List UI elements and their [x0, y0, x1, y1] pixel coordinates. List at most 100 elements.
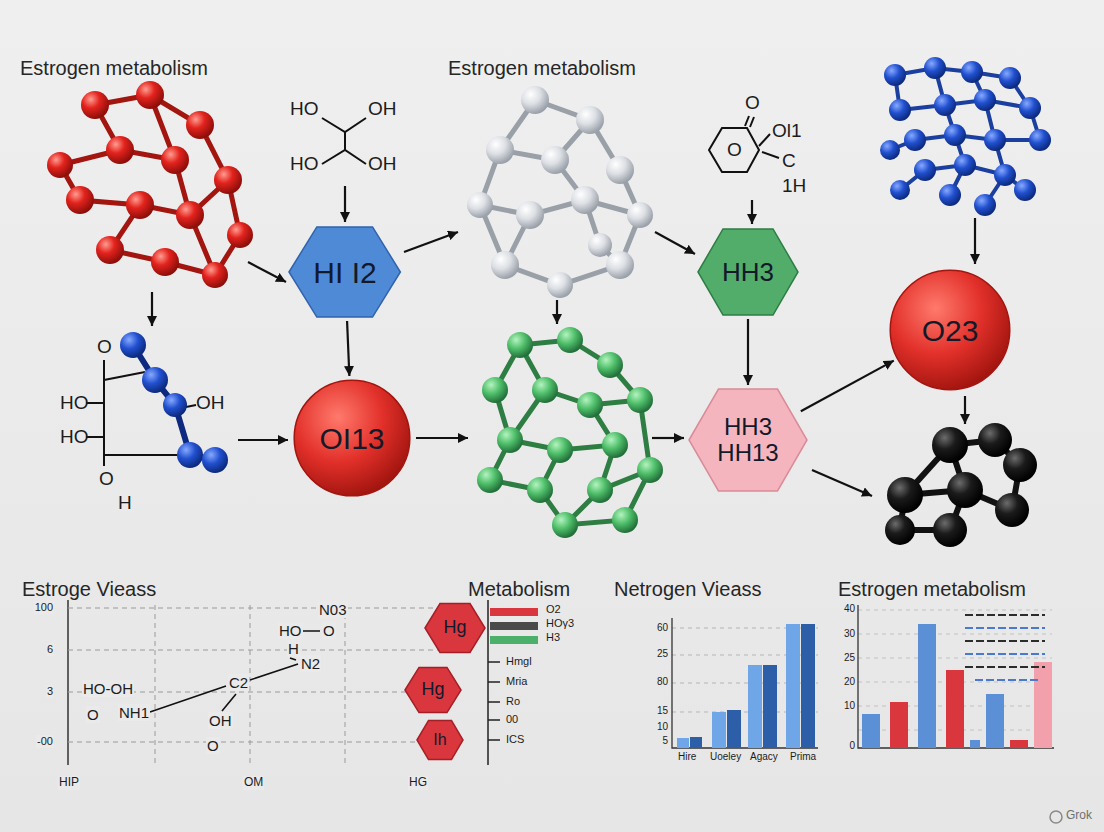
node-label: O23 [922, 314, 979, 347]
text-label: OM [243, 776, 264, 790]
text-label: HO [60, 392, 89, 414]
watermark-icon [1050, 811, 1062, 823]
text-label: O [86, 706, 100, 723]
text-label: NH1 [118, 704, 150, 721]
node-text: Hg [443, 618, 466, 638]
circle-node: O23 [889, 269, 1011, 391]
bar-chart [858, 605, 1054, 748]
text-label: Mria [506, 675, 527, 688]
legend-swatch [490, 636, 538, 644]
node-label: Hg [421, 680, 444, 700]
chart-axes [68, 600, 440, 765]
text-label: 1H [782, 175, 806, 197]
text-label: C [782, 150, 796, 172]
text-label: HO [290, 153, 319, 175]
hexagon-node: Hg [405, 667, 461, 713]
panel-heading: Netrogen Vieass [614, 578, 762, 601]
hexagon-shape [689, 389, 807, 491]
text-label: 10 [657, 721, 668, 733]
hexagon-node: Hg [425, 603, 485, 653]
flow-arrow [152, 186, 975, 496]
legend-text: O2 [546, 603, 561, 616]
node-label: HH3 [722, 258, 774, 287]
circle-shape [890, 270, 1010, 390]
text-label: HO [278, 622, 303, 639]
node-label: OI13 [319, 422, 384, 455]
connector-arrow [347, 321, 349, 376]
text-label: 5 [662, 735, 668, 747]
legend-swatch [490, 622, 538, 630]
text-label: 30 [844, 628, 855, 640]
text-label: -00 [36, 735, 54, 748]
text-label: HO [290, 98, 319, 120]
text-label: 10 [844, 700, 855, 712]
text-label: N2 [300, 655, 321, 672]
text-label: OH [196, 392, 225, 414]
hexagon-node: HH3HH13 [689, 388, 807, 492]
text-label: OH [368, 153, 397, 175]
blue-atoms [120, 332, 228, 473]
node-text: Ih [433, 731, 446, 749]
panel-heading: Estroge Vieass [22, 578, 156, 601]
node-text: OI13 [319, 422, 384, 455]
white-molecule [467, 86, 653, 298]
text-label: HIP [58, 776, 80, 790]
node-text: HI I2 [313, 256, 376, 289]
text-label: Prima [790, 751, 816, 763]
structure-bonds [322, 118, 366, 164]
legend-swatch [490, 608, 538, 616]
text-label: 60 [657, 622, 668, 634]
green-molecule [477, 327, 663, 538]
panel-heading: Estrogen metabolism [448, 57, 636, 80]
legend-text: H3 [546, 631, 560, 644]
text-label: 25 [657, 648, 668, 660]
text-label: ICS [506, 733, 524, 746]
text-label: O [99, 468, 114, 490]
text-label: OH [208, 712, 233, 729]
text-label: O [206, 737, 220, 754]
text-label: O [322, 622, 336, 639]
node-label: HH3 [724, 414, 772, 440]
text-label: 15 [657, 705, 668, 717]
text-label: 100 [34, 601, 54, 614]
text-label: O [745, 92, 760, 114]
circle-shape [294, 380, 410, 496]
text-label: OH [368, 98, 397, 120]
node-label: HI I2 [313, 256, 376, 289]
legend-text: HOγ3 [546, 617, 574, 630]
hexagon-shape [405, 667, 461, 712]
text-label: 40 [844, 603, 855, 615]
node-text: HH3HH13 [717, 414, 778, 467]
text-label: Ol1 [772, 120, 802, 142]
hexagon-shape [425, 604, 485, 653]
ring-structure [709, 116, 779, 172]
text-label: H [287, 640, 300, 657]
node-text: HH3 [722, 258, 774, 287]
hexagon-node: Ih [417, 720, 463, 760]
text-label: C2 [228, 674, 249, 691]
text-label: Uoeley [710, 751, 741, 763]
text-label: 00 [506, 713, 518, 726]
text-label: 25 [844, 652, 855, 664]
text-label: Hmgl [506, 655, 532, 668]
hexagon-node: HH3 [698, 228, 798, 316]
text-label: Hire [678, 751, 696, 763]
text-label: Ro [506, 695, 520, 708]
text-label: 20 [844, 676, 855, 688]
blue-molecule [880, 57, 1051, 216]
hexagon-shape [698, 229, 798, 315]
hexagon-shape [289, 227, 400, 317]
text-label: 3 [46, 685, 54, 698]
text-label: O [727, 139, 742, 161]
hexagon-node: HI I2 [289, 226, 400, 318]
node-label: Hg [443, 618, 466, 638]
text-label: 6 [46, 643, 54, 656]
red-molecule [47, 81, 253, 288]
text-label: HG [408, 776, 428, 790]
node-label: HH13 [717, 440, 778, 466]
connector-arrow [801, 361, 894, 412]
text-label: 80 [657, 676, 668, 688]
